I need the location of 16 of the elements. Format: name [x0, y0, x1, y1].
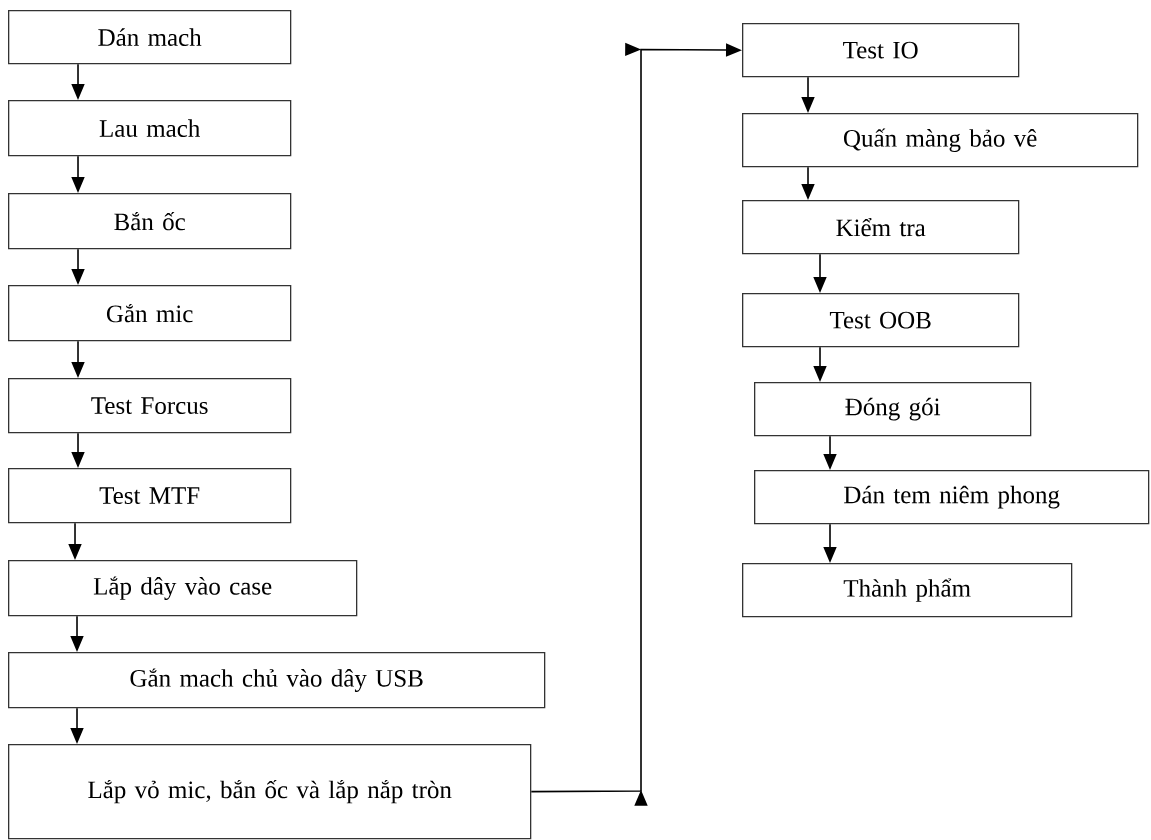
process-box: Gắn mic	[8, 285, 292, 342]
process-box: Lau mach	[8, 100, 292, 157]
process-box: Kiểm tra	[742, 200, 1020, 255]
process-box: Lắp vỏ mic, bắn ốc và lắp nắp tròn	[8, 744, 532, 840]
process-box: Thành phẩm	[742, 563, 1073, 618]
process-box: Đóng gói	[754, 382, 1032, 437]
process-box: Bắn ốc	[8, 193, 292, 250]
process-box: Gắn mach chủ vào dây USB	[8, 652, 546, 709]
process-box: Quấn màng bảo vê	[742, 113, 1139, 168]
process-box: Test Forcus	[8, 378, 292, 434]
process-box: Test OOB	[742, 293, 1020, 348]
process-box: Test IO	[742, 23, 1020, 78]
process-box: Test MTF	[8, 468, 292, 524]
process-box: Dán tem niêm phong	[754, 470, 1150, 525]
process-box: Lắp dây vào case	[8, 560, 358, 617]
process-box: Dán mach	[8, 10, 292, 65]
